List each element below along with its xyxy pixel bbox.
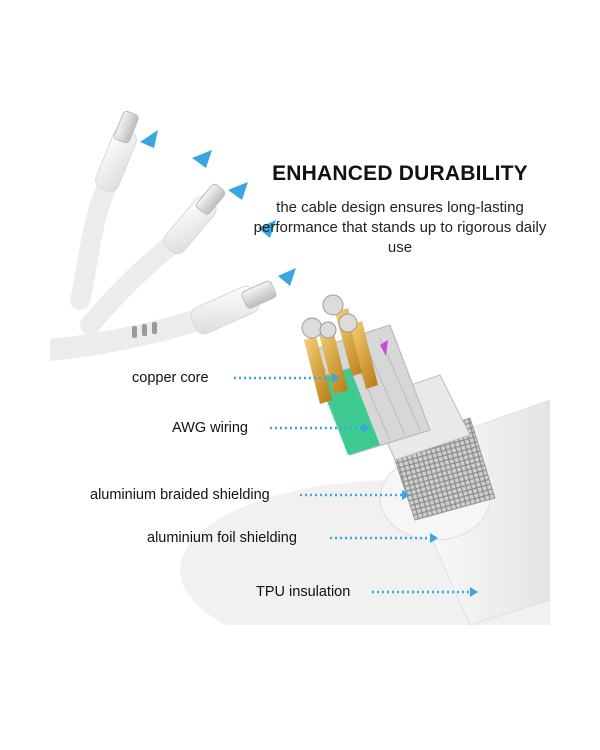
label-foil-shielding: aluminium foil shielding	[147, 530, 297, 546]
type-c-connector-bottom	[50, 280, 277, 361]
type-c-connector-top	[70, 110, 139, 310]
copper-strand	[350, 321, 378, 389]
cable-illustration	[50, 110, 550, 625]
label-braided-shielding: aluminium braided shielding	[90, 487, 270, 503]
copper-strand	[318, 326, 348, 394]
callout-arrowheads	[332, 373, 478, 597]
copper-strand	[304, 336, 332, 404]
headline-description: the cable design ensures long-lasting pe…	[253, 199, 547, 256]
purple-strand	[380, 340, 388, 356]
signal-wedge-icon	[258, 220, 276, 238]
cable-cross-section	[301, 294, 550, 625]
callout-arrows	[234, 376, 470, 594]
signal-wedge-icon	[278, 268, 296, 286]
type-c-connector-middle	[80, 183, 226, 335]
signal-wedge-icon	[140, 130, 158, 148]
signal-wedge-icon	[228, 182, 248, 200]
label-copper-core: copper core	[132, 370, 209, 386]
signal-wedges	[140, 130, 296, 286]
label-tpu-insulation: TPU insulation	[256, 584, 351, 600]
label-awg-wiring: AWG wiring	[172, 420, 248, 436]
headline: ENHANCED DURABILITY	[272, 162, 528, 185]
signal-wedge-icon	[192, 150, 212, 168]
product-image-frame: ENHANCED DURABILITY the cable design ens…	[50, 100, 550, 625]
